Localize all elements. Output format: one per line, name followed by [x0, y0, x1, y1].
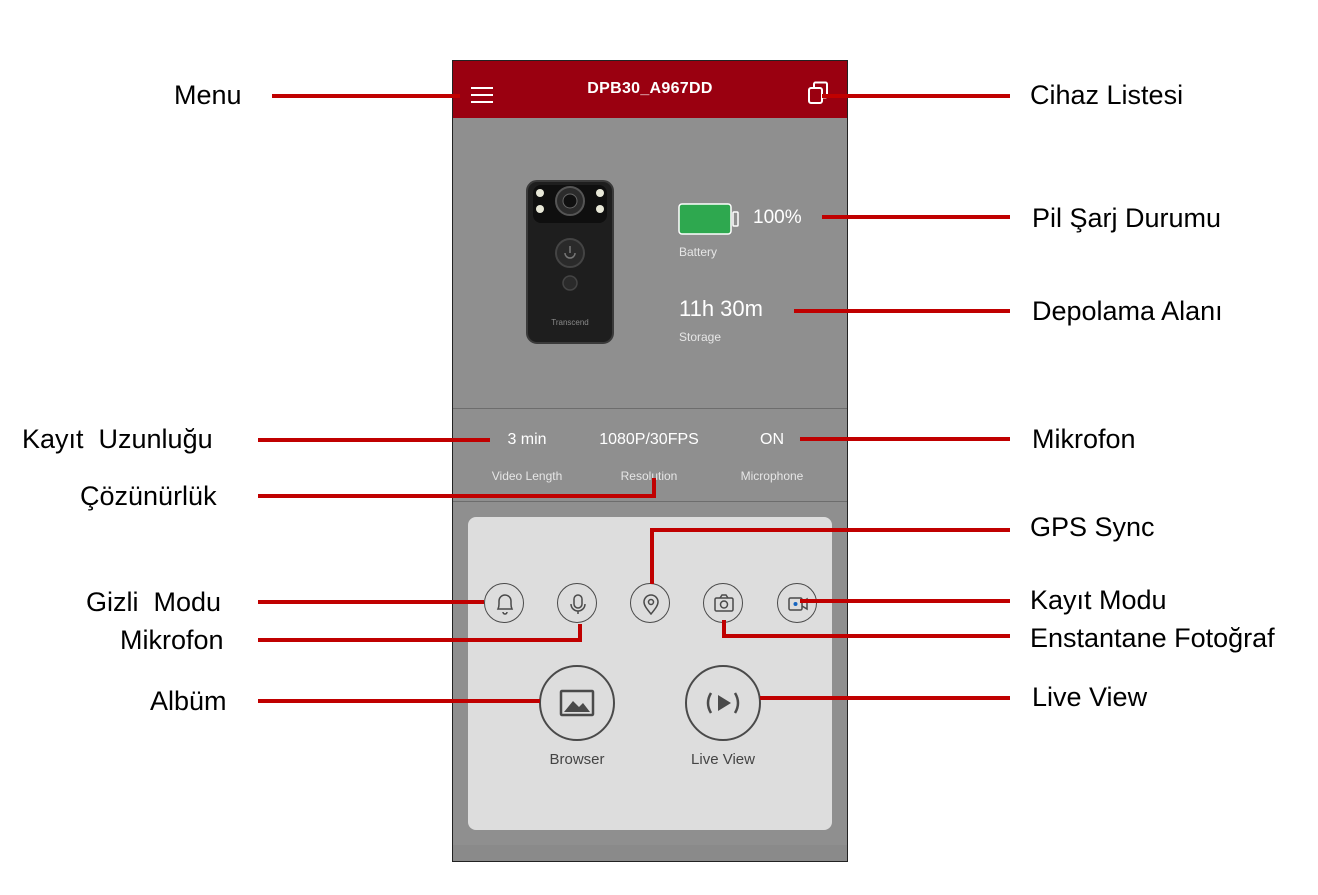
battery-value: 100%	[753, 207, 802, 228]
snapshot-button[interactable]	[703, 583, 743, 623]
camera-device-image: Transcend	[525, 179, 615, 345]
annotation-album: Albüm	[150, 686, 227, 716]
leader-line	[578, 624, 582, 642]
leader-line	[650, 528, 1010, 532]
leader-line	[272, 94, 460, 98]
leader-line	[258, 638, 582, 642]
app-screen: DPB30_A967DD Transcend	[452, 60, 848, 862]
svg-text:Transcend: Transcend	[551, 318, 589, 327]
leader-line	[258, 600, 484, 604]
microphone-icon	[570, 594, 586, 614]
annotation-stealth-mode: Gizli Modu	[86, 587, 222, 617]
annotation-menu: Menu	[174, 80, 242, 110]
gps-sync-button[interactable]	[630, 583, 670, 623]
annotation-storage: Depolama Alanı	[1032, 296, 1223, 326]
setting-microphone[interactable]: ON Microphone	[712, 421, 832, 483]
setting-resolution[interactable]: 1080P/30FPS Resolution	[589, 421, 709, 483]
annotation-microphone-setting: Mikrofon	[1032, 424, 1136, 454]
resolution-label: Resolution	[620, 469, 678, 483]
top-bar: DPB30_A967DD	[453, 61, 847, 118]
bottom-strip	[453, 845, 847, 861]
battery-icon	[677, 202, 739, 235]
annotation-battery: Pil Şarj Durumu	[1032, 203, 1222, 233]
annotation-device-list: Cihaz Listesi	[1030, 80, 1184, 110]
leader-line	[650, 528, 654, 584]
bell-icon	[496, 594, 514, 615]
leader-line	[258, 494, 656, 498]
divider	[453, 408, 847, 409]
device-title: DPB30_A967DD	[587, 80, 713, 97]
browser-label: Browser	[549, 751, 605, 768]
annotation-record-mode: Kayıt Modu	[1030, 585, 1167, 615]
leader-line	[652, 478, 656, 498]
live-view-button[interactable]	[685, 665, 761, 741]
microphone-button[interactable]	[557, 583, 597, 623]
record-mode-button[interactable]	[777, 583, 817, 623]
live-view-label: Live View	[691, 751, 755, 768]
leader-line	[258, 699, 540, 703]
annotation-live-view: Live View	[1032, 682, 1148, 712]
microphone-value: ON	[760, 431, 784, 448]
storage-label: Storage	[679, 330, 722, 344]
leader-line	[800, 599, 1010, 603]
location-pin-icon	[643, 594, 659, 616]
battery-label: Battery	[679, 245, 718, 259]
browser-button[interactable]	[539, 665, 615, 741]
microphone-label: Microphone	[740, 469, 804, 483]
annotation-video-length: Kayıt Uzunluğu	[22, 424, 213, 454]
video-length-value: 3 min	[507, 431, 547, 448]
broadcast-play-icon	[706, 692, 740, 714]
leader-line	[800, 437, 1010, 441]
leader-line	[258, 438, 490, 442]
resolution-value: 1080P/30FPS	[599, 431, 699, 448]
stealth-mode-button[interactable]	[484, 583, 524, 623]
annotation-microphone-button: Mikrofon	[120, 625, 224, 655]
annotation-gps-sync: GPS Sync	[1030, 512, 1155, 542]
setting-video-length[interactable]: 3 min Video Length	[467, 421, 587, 483]
image-gallery-icon	[559, 689, 595, 717]
video-record-icon	[788, 597, 808, 611]
annotation-resolution: Çözünürlük	[80, 481, 217, 511]
leader-line	[822, 94, 1010, 98]
leader-line	[722, 634, 1010, 638]
storage-value: 11h 30m	[679, 296, 763, 321]
divider	[453, 501, 847, 502]
annotation-snapshot: Enstantane Fotoğraf	[1030, 623, 1275, 653]
leader-line	[794, 309, 1010, 313]
leader-line	[760, 696, 1010, 700]
leader-line	[722, 620, 726, 638]
video-length-label: Video Length	[491, 469, 563, 483]
leader-line	[822, 215, 1010, 219]
menu-icon[interactable]	[471, 87, 493, 103]
control-panel: Browser Live View	[468, 517, 832, 830]
device-list-icon[interactable]	[807, 81, 829, 105]
camera-icon	[714, 594, 734, 612]
